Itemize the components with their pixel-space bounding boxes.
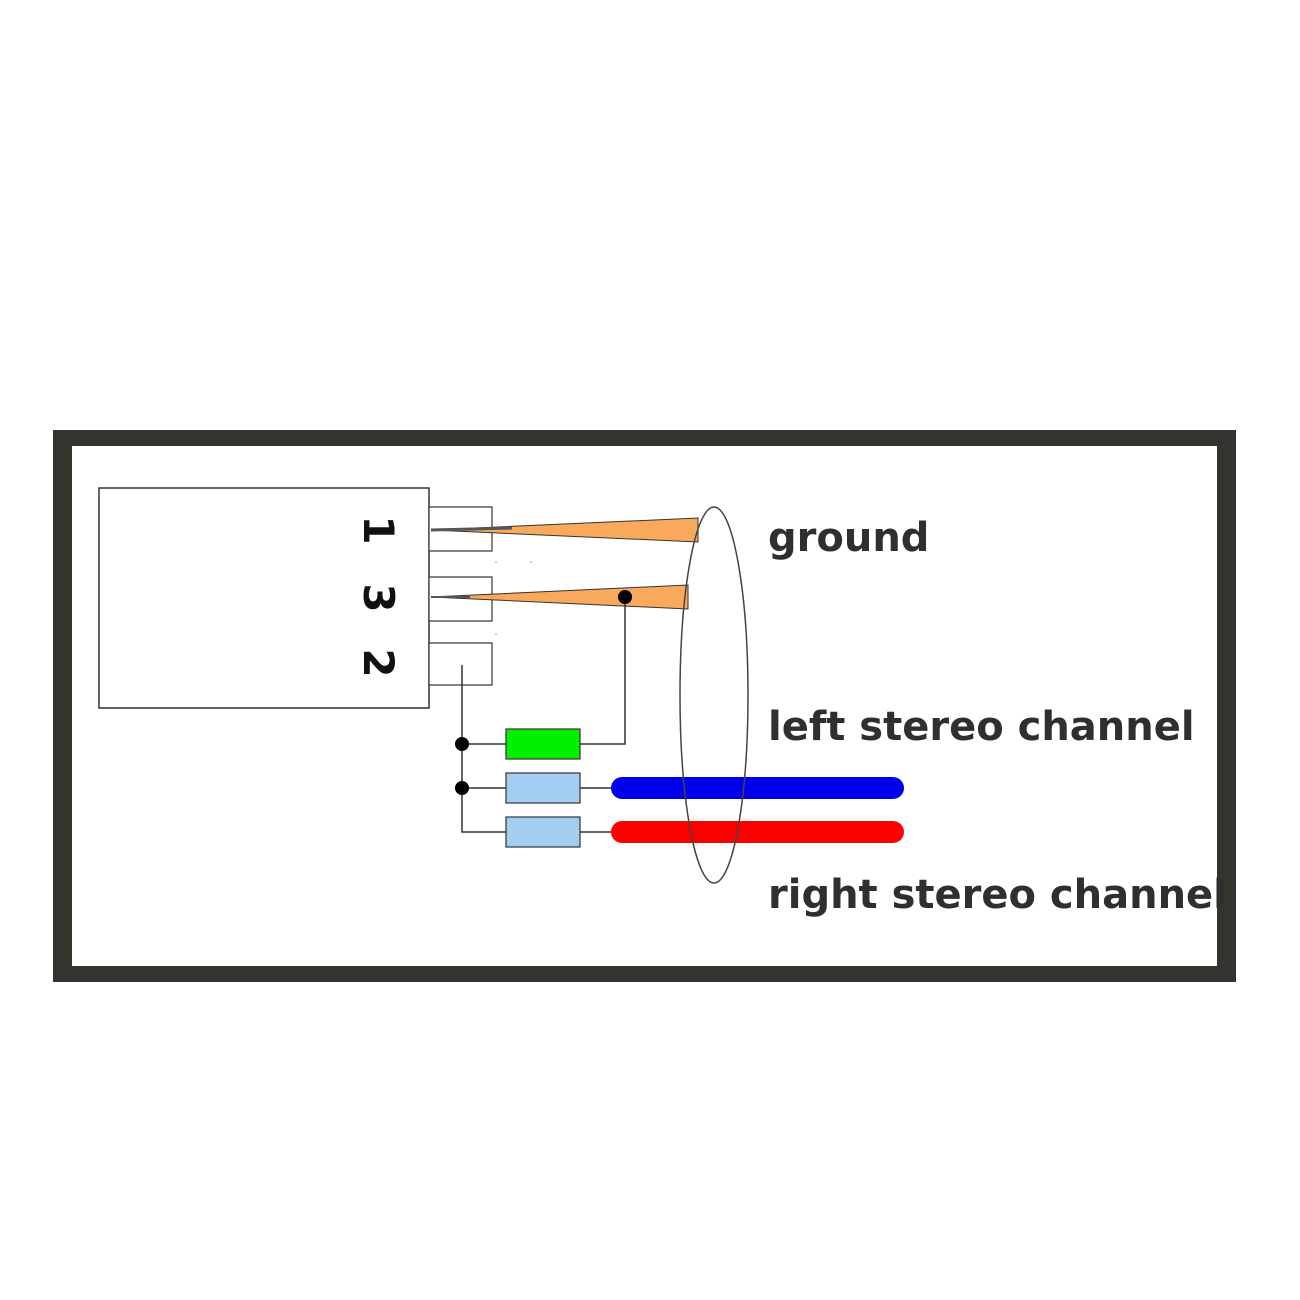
pin-number-1: 1 [354, 515, 403, 544]
green-resistor [505, 728, 581, 760]
right-resistor [505, 816, 581, 848]
junction-dot [455, 737, 469, 751]
pin-number-3: 3 [354, 583, 403, 612]
pin-number-2: 2 [354, 648, 403, 677]
ground-probe-tip [430, 526, 513, 532]
pin-2-wire [461, 665, 506, 833]
jack-body [98, 487, 430, 709]
left-resistor [505, 772, 581, 804]
ground-label: ground [768, 515, 929, 561]
speckle [495, 633, 497, 635]
pin-2-terminal [428, 642, 493, 686]
speckle [530, 561, 532, 563]
green-resistor-wire [580, 597, 626, 745]
probe-junction-dot [618, 590, 632, 604]
grouping-ellipse [679, 506, 749, 884]
speckle [495, 561, 497, 563]
left-channel-label: left stereo channel [768, 704, 1195, 750]
right-channel-label: right stereo channel [768, 872, 1227, 918]
junction-dot [455, 781, 469, 795]
